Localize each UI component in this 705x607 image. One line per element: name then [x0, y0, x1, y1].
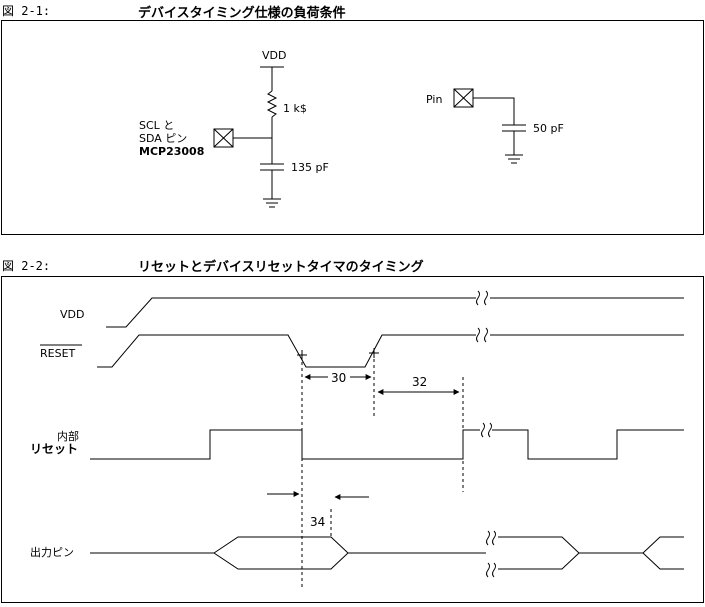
- reset-timing-panel: VDD RESET 内部 リセット 出力ピン: [1, 276, 704, 603]
- output-break-icon: [486, 530, 496, 578]
- internal-break-icon: [481, 422, 492, 438]
- reset-break-icon: [476, 327, 488, 343]
- reset-rise-marker: [369, 348, 379, 358]
- ground-icon-2: [505, 154, 523, 164]
- load-conditions-panel: VDD 1 k$ SCL と SDA ピン MCP23008 135 pF: [1, 20, 704, 235]
- cap1-value: 135 pF: [291, 161, 329, 174]
- load-conditions-diagram: VDD 1 k$ SCL と SDA ピン MCP23008 135 pF: [139, 49, 564, 208]
- signal-output-label: 出力ピン: [30, 545, 74, 559]
- resistor-1k: [266, 90, 278, 118]
- output-waveform-eye-1: [213, 536, 349, 570]
- reset-timing-diagram: VDD RESET 内部 リセット 出力ピン: [30, 290, 684, 589]
- internal-reset-waveform-tail: [492, 429, 684, 460]
- param-30-label: 30: [331, 371, 346, 385]
- vdd-waveform: [106, 297, 476, 328]
- reset-fall-marker: [297, 350, 307, 360]
- reset-waveform: [97, 334, 476, 368]
- vdd-break-icon: [476, 290, 488, 306]
- sda-label: SDA ピン: [139, 132, 187, 145]
- pin-label: Pin: [426, 93, 442, 106]
- signal-vdd-label: VDD: [60, 308, 84, 321]
- figure-2-1-number: 図 2-1:: [2, 4, 51, 18]
- output-waveform-eye-2: [498, 536, 580, 570]
- vdd-label-1: VDD: [262, 49, 286, 62]
- figure-2-2-number: 図 2-2:: [2, 259, 51, 273]
- capacitor-50pf-icon: [502, 124, 526, 155]
- ground-icon-1: [263, 198, 281, 208]
- output-waveform-eye-3-low: [642, 552, 684, 570]
- output-waveform-eye-3: [642, 536, 684, 554]
- signal-internal-top-label: 内部: [57, 429, 79, 443]
- signal-reset-label: RESET: [40, 347, 76, 360]
- param-32-label: 32: [412, 375, 427, 389]
- device-pin-icon: [213, 128, 234, 148]
- device-label: MCP23008: [139, 145, 204, 158]
- signal-internal-bottom-label: リセット: [30, 442, 78, 456]
- capacitor-135pf-icon: [260, 163, 284, 199]
- pin-box-icon: [453, 88, 474, 108]
- internal-reset-waveform: [90, 429, 480, 460]
- scl-label: SCL と: [139, 119, 174, 132]
- param-34-label: 34: [310, 515, 325, 529]
- figure-2-2-title: リセットとデバイスリセットタイマのタイミング: [138, 260, 424, 275]
- pin-load-wire: [473, 97, 515, 125]
- cap2-value: 50 pF: [533, 122, 564, 135]
- figure-2-1-title: デバイスタイミング仕様の負荷条件: [138, 6, 346, 21]
- resistor-value: 1 k$: [283, 102, 307, 115]
